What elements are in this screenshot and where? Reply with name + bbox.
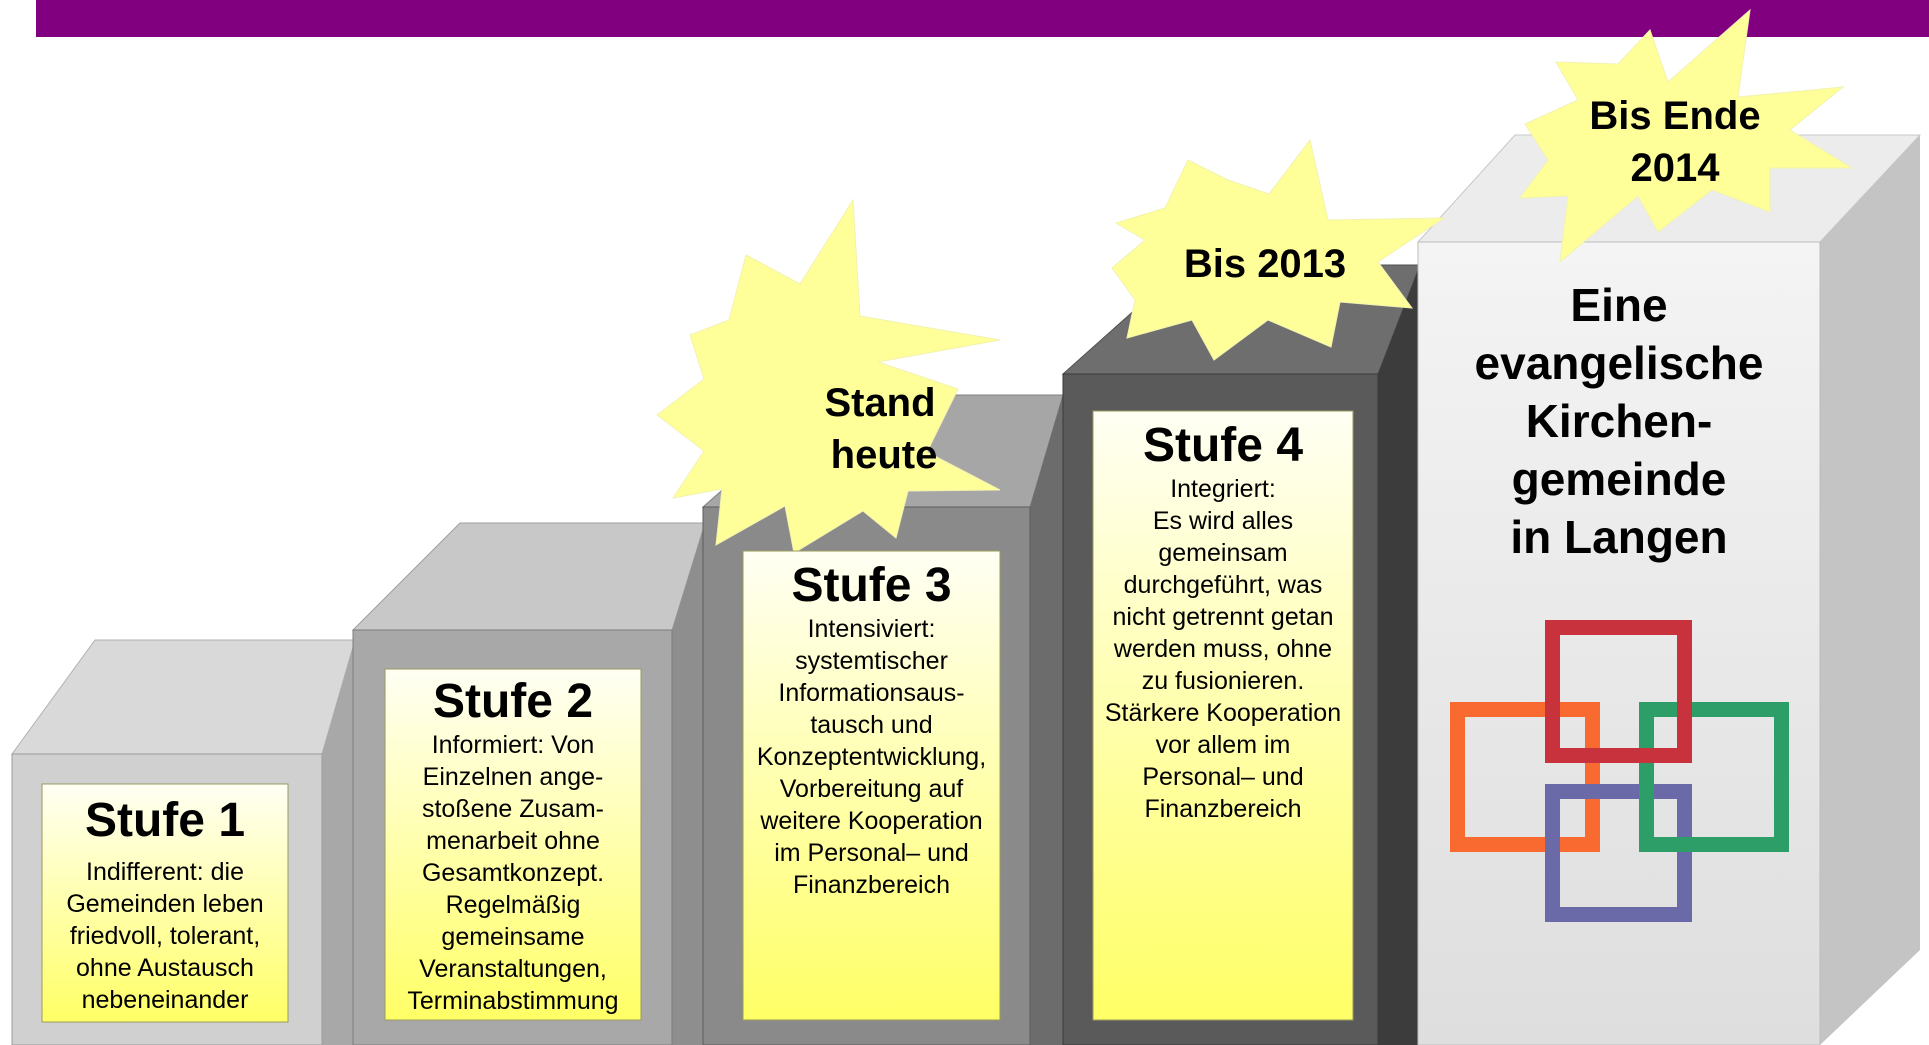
star-burst-bis-ende-2014 [1518,8,1854,264]
stage-2-card: Stufe 2 Informiert: Von Einzelnen ange- … [385,669,641,1020]
stage-3-line-7: weitere Kooperation [760,807,983,835]
stage-1-title: Stufe 1 [84,794,246,847]
stand-heute-label: Stand heute [780,377,980,481]
stage-3-line-9: Finanzbereich [792,871,951,899]
star-burst-stand-heute [656,198,1001,554]
stage-4-line-6: werden muss, ohne [1113,635,1333,663]
stage-4-line-5: nicht getrennt getan [1112,603,1334,631]
stand-heute-line-2: heute [830,433,938,477]
bis-ende-2014-line-1: Bis Ende [1589,94,1761,138]
stage-4-title: Stufe 4 [1142,419,1304,472]
church-logo [1450,617,1790,923]
goal-line-3: Kirchen- [1525,395,1713,447]
stage-2-line-6: Regelmäßig [445,891,581,919]
stage-3-line-6: Vorbereitung auf [779,775,964,803]
stage-4-line-4: durchgeführt, was [1123,571,1323,599]
stage-3-card-bg [742,550,1001,1021]
logo-square-green [1639,702,1789,852]
stand-heute-line-1: Stand [824,381,936,425]
logo-square-orange [1450,702,1600,852]
bis-2013-line-1: Bis 2013 [1183,242,1347,286]
stage-3-card: Stufe 3 Intensiviert: systemtischer Info… [743,551,1000,1020]
goal-line-1: Eine [1570,279,1668,331]
stage-2-line-1: Informiert: Von [431,731,595,759]
goal-line-5: in Langen [1510,511,1728,563]
stage-2-line-2: Einzelnen ange- [422,763,604,791]
stage-4-line-11: Finanzbereich [1144,795,1302,823]
stage-1-line-4: ohne Austausch [76,954,254,982]
stage-3-line-1: Intensiviert: [807,615,936,643]
header-bar [36,0,1929,37]
goal-line-4: gemeinde [1511,453,1727,505]
stage-1-line-5: nebeneinander [81,986,249,1014]
stage-2-line-8: Veranstaltungen, [419,955,607,983]
stage-1-line-3: friedvoll, tolerant, [69,922,261,950]
stage-2-card-bg [384,668,642,1021]
stage-4-line-7: zu fusionieren. [1141,667,1305,695]
stage-1-line-1: Indifferent: die [86,858,244,886]
stage-4-line-3: gemeinsam [1158,539,1288,567]
stage-4-line-10: Personal– und [1142,763,1304,791]
stage-2-title: Stufe 2 [432,675,594,728]
stage-2-line-4: menarbeit ohne [426,827,600,855]
bis-2013-label: Bis 2013 [1160,238,1370,290]
stage-3-line-5: Konzeptentwicklung, [756,743,987,771]
star-burst-bis-2013 [1111,138,1446,361]
stage-4-line-2: Es wird alles [1152,507,1294,535]
stage-1-card-bg [41,783,289,1023]
stage-3-line-3: Informationsaus- [778,679,965,707]
stage-4-line-1: Integriert: [1170,475,1276,503]
stage-4-line-8: Stärkere Kooperation [1104,699,1342,727]
logo-square-red [1545,620,1692,763]
stage-3-line-2: systemtischer [795,647,948,675]
stage-2-line-7: gemeinsame [441,923,585,951]
stage-2-line-5: Gesamtkonzept. [421,859,605,887]
stage-3-title: Stufe 3 [791,559,952,612]
goal-line-2: evangelische [1474,337,1764,389]
stage-1-card: Stufe 1 Indifferent: die Gemeinden leben… [42,784,288,1022]
stage-2-line-3: stoßene Zusam- [421,795,604,823]
stage-4-line-9: vor allem im [1155,731,1291,759]
stage-3-line-4: tausch und [810,711,933,739]
stage-4-card: Stufe 4 Integriert: Es wird alles gemein… [1093,411,1353,1020]
stage-4-card-bg [1092,410,1354,1021]
bis-ende-2014-label: Bis Ende 2014 [1560,90,1790,194]
stage-3-line-8: im Personal– und [774,839,969,867]
logo-square-purple [1545,784,1692,922]
stage-1-line-2: Gemeinden leben [66,890,264,918]
bis-ende-2014-line-2: 2014 [1630,146,1720,190]
stage-2-line-9: Terminabstimmung [407,987,619,1015]
goal-text: Eine evangelische Kirchen- gemeinde in L… [1418,276,1820,566]
